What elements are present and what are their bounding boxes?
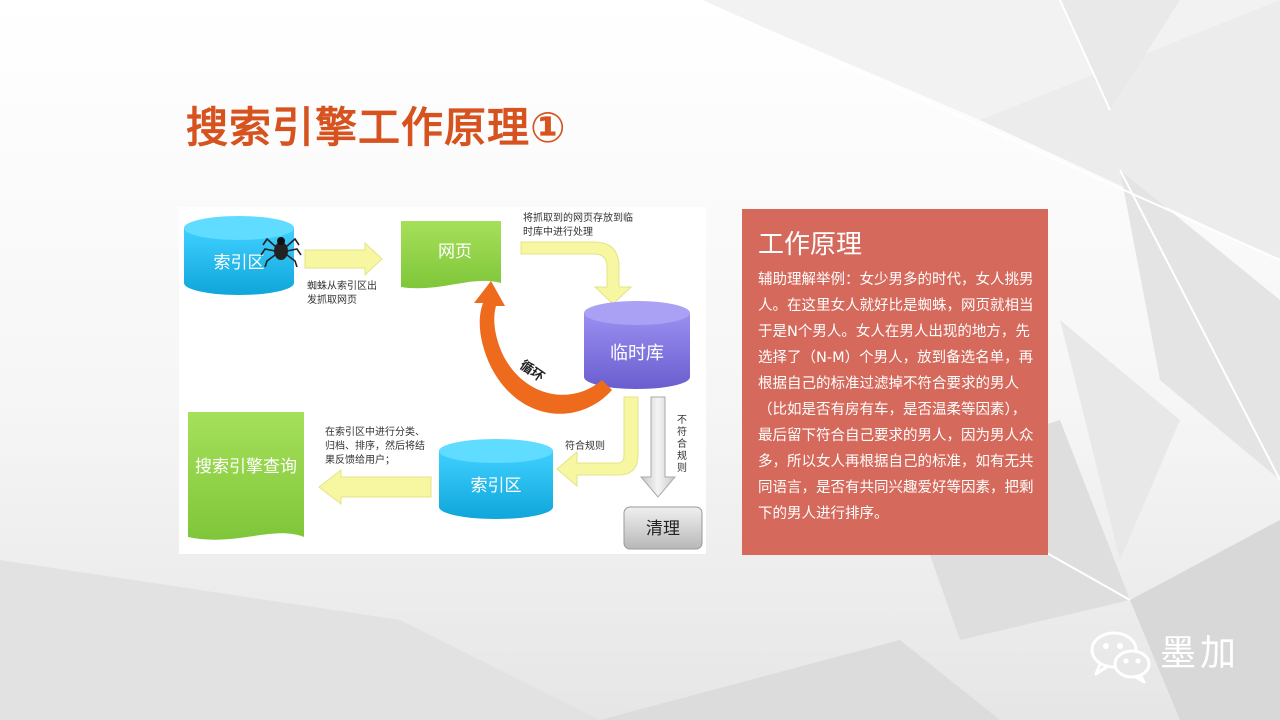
store-note-line2: 时库中进行处理 [523,225,593,238]
search-query-label: 搜索引擎查询 [195,457,297,477]
web-page-label: 网页 [438,242,472,262]
index-db-top-label: 索引区 [214,253,265,273]
spider-note-line1: 蜘蛛从索引区出 [307,279,377,292]
arrow-tempdb-to-index [556,396,639,488]
wechat-icon [1090,631,1151,684]
arrow-index-to-page [304,241,383,277]
spider-icon [260,237,302,268]
store-note-line1: 将抓取到的网页存放到临 [523,211,633,224]
slide-title: 搜索引擎工作原理① [186,103,567,152]
clean-label: 清理 [646,519,680,539]
info-title: 工作原理 [758,230,863,260]
index-note-line3: 果反馈给用户； [325,453,395,466]
spider-note-line2: 发抓取网页 [307,293,357,306]
info-panel: 工作原理 辅助理解举例：女少男多的时代，女人挑男人。在这里女人就好比是蜘蛛，网页… [742,209,1048,555]
search-query-shape: 搜索引擎查询 [188,412,304,540]
info-body: 辅助理解举例：女少男多的时代，女人挑男人。在这里女人就好比是蜘蛛，网页就相当于是… [758,272,1034,522]
index-db-bottom-label: 索引区 [471,476,522,496]
nomatch-label: 不 符 合 规 则 [677,415,690,474]
brand-watermark: 墨加 [1088,628,1248,684]
match-label: 符合规则 [565,439,605,452]
arrow-page-to-tempdb [520,241,633,305]
search-engine-diagram: 索引区 蜘蛛从索引区出 发抓取网页 网页 将抓取到的网页存放到临 [179,207,706,554]
brand-name: 墨加 [1160,633,1241,674]
temp-db-label: 临时库 [610,343,664,364]
index-note-line2: 归档、排序，然后将结 [325,439,425,452]
clean-box: 清理 [623,506,703,550]
arrow-to-clean [639,396,677,498]
index-db-top: 索引区 [184,216,294,295]
web-page-shape: 网页 [401,221,501,289]
arrow-index-to-query [318,468,432,506]
index-note-line1: 在索引区中进行分类、 [325,425,425,438]
cycle-arrow [474,281,612,414]
index-db-bottom: 索引区 [439,439,553,519]
temp-db: 临时库 [584,301,690,389]
